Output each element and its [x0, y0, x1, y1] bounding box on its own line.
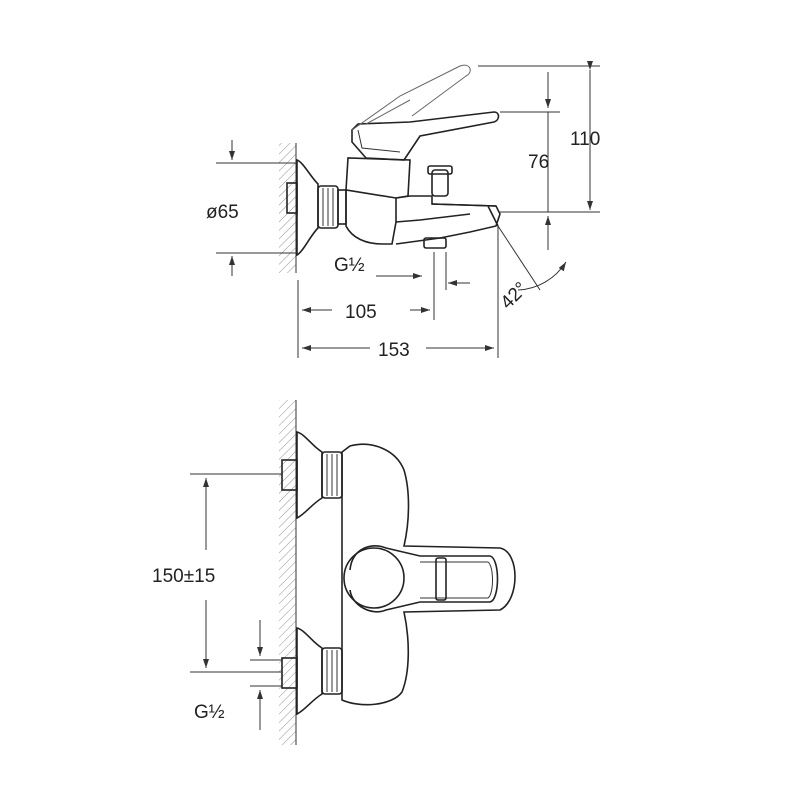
lower-flange [281, 626, 343, 716]
dim-thread-side: G½ [334, 252, 470, 320]
dim-153-label: 153 [378, 340, 410, 361]
front-view: 150±15 G½ [152, 400, 516, 745]
dim-76-label: 76 [528, 152, 549, 173]
dim-thread-side-label: G½ [334, 255, 365, 276]
mixer-body [345, 157, 501, 249]
dim-spacing-label: 150±15 [152, 566, 215, 587]
dim-angle-label: 42° [497, 278, 532, 313]
dim-105: 105 [297, 280, 430, 358]
dim-angle: 42° [497, 225, 567, 320]
dim-spacing: 150±15 [152, 473, 282, 673]
front-body [341, 443, 516, 706]
dim-thread-front-label: G½ [194, 702, 225, 723]
dim-diameter-label: ø65 [206, 202, 239, 223]
dim-110-label: 110 [570, 129, 600, 150]
dim-153: 153 [302, 300, 499, 361]
wall-hatch-bottom [279, 400, 296, 745]
dim-height: 110 76 [478, 61, 600, 250]
dim-diameter: ø65 [206, 140, 296, 276]
dim-105-label: 105 [345, 302, 377, 323]
dim-thread-front: G½ [194, 620, 282, 730]
side-view: 110 76 ø65 G½ 42° [206, 61, 600, 361]
lever-handle [351, 64, 500, 161]
